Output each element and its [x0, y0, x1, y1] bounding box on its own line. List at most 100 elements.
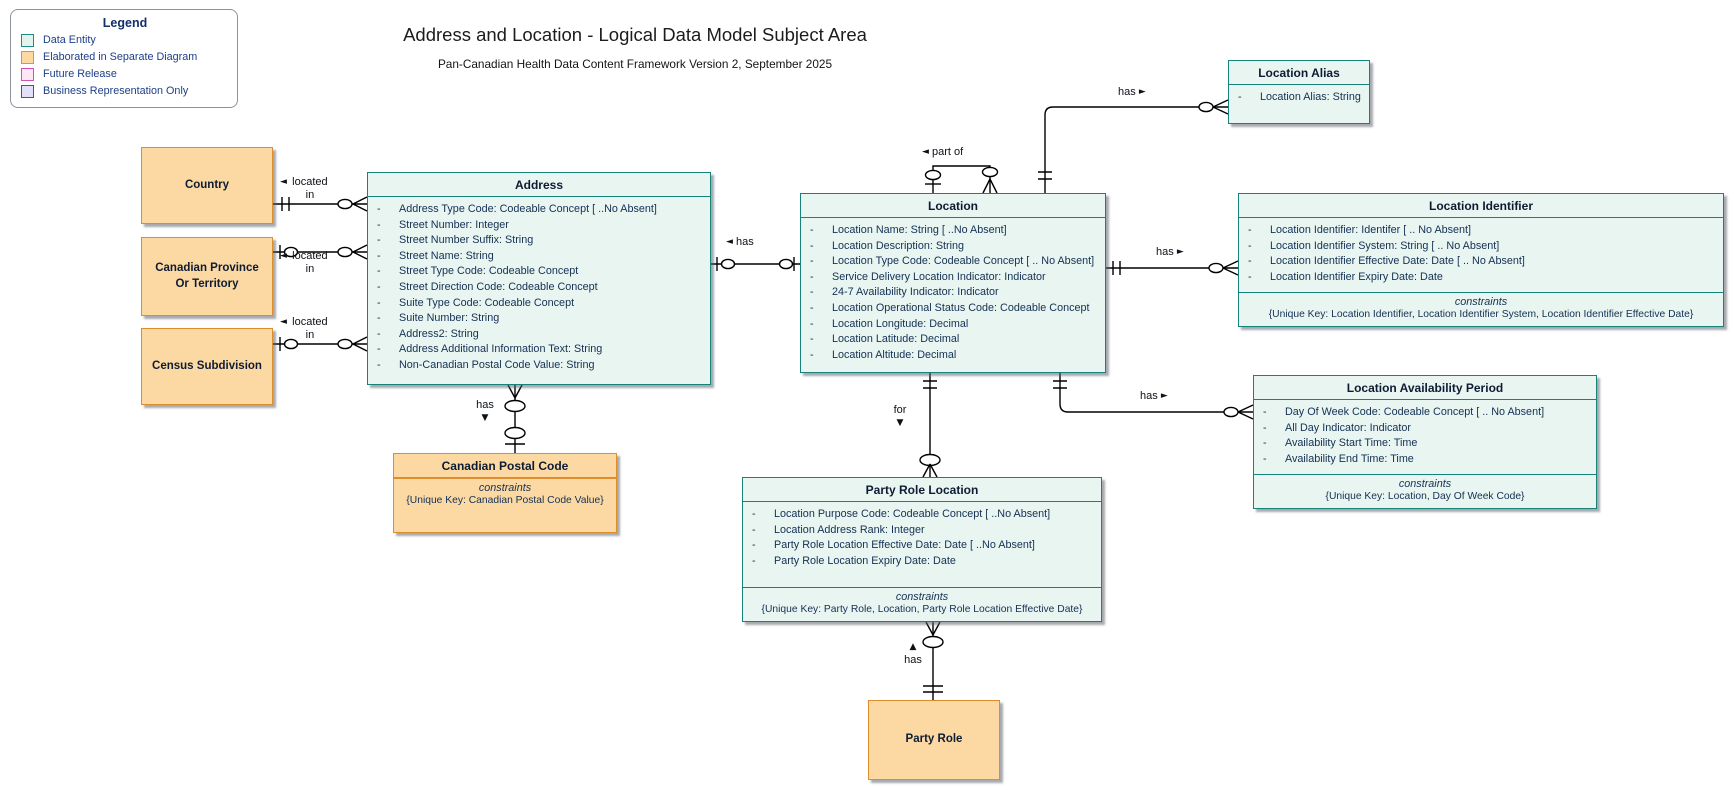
rel-label-has-location-alias: has ►	[1118, 86, 1146, 98]
rel-label-for: for ▼	[893, 404, 907, 428]
unique-key: {Unique Key: Canadian Postal Code Value}	[406, 495, 604, 506]
attribute-row: -Street Direction Code: Codeable Concept	[377, 280, 598, 293]
attribute-row: -Location Name: String [ ..No Absent]	[810, 224, 1007, 236]
constraints-section: constraints {Unique Key: Location, Day O…	[1254, 474, 1596, 508]
rel-address-postal-code	[504, 384, 526, 453]
rel-label-has-availability-period: has ►	[1140, 390, 1168, 402]
attribute-list: -Location Name: String [ ..No Absent] -Lo…	[801, 218, 1105, 372]
entity-location: Location -Location Name: String [ ..No A…	[800, 193, 1106, 373]
entity-canadian-province-or-territory: Canadian Province Or Territory	[141, 237, 273, 316]
attribute-row: -Location Description: String	[810, 239, 965, 252]
entity-address: Address -Address Type Code: Codeable Con…	[367, 172, 711, 385]
attribute-row: -Location Operational Status Code: Codea…	[810, 301, 1090, 314]
attribute-row: -Street Number Suffix: String	[377, 234, 534, 247]
rel-label-located-in-province: ◄ located in	[280, 250, 328, 275]
attribute-row: -Location Identifier Expiry Date: Date	[1248, 270, 1443, 283]
unique-key: {Unique Key: Party Role, Location, Party…	[761, 604, 1083, 615]
entity-title: Canadian Province Or Territory	[155, 261, 259, 290]
rel-label-located-in-country: ◄ located in	[280, 176, 328, 201]
attribute-row: -Suite Type Code: Codeable Concept	[377, 296, 575, 309]
legend: Legend Data Entity Elaborated in Separat…	[10, 9, 238, 108]
attribute-row: -Location Type Code: Codeable Concept [ …	[810, 255, 1095, 268]
page-title: Address and Location - Logical Data Mode…	[403, 24, 867, 45]
attribute-row: -Location Identifier System: String [ ..…	[1248, 239, 1500, 252]
down-arrow-icon: ▼	[896, 418, 904, 428]
attribute-row: -Location Alias: String	[1238, 91, 1361, 103]
right-arrow-icon: ►	[1160, 391, 1168, 401]
attribute-row: -Party Role Location Effective Date: Dat…	[752, 539, 1035, 552]
entity-country: Country	[141, 147, 273, 224]
entity-party-role: Party Role	[868, 700, 1000, 780]
legend-item-elaborated: Elaborated in Separate Diagram	[21, 51, 229, 64]
rel-label-part-of: ◄ part of	[922, 146, 964, 158]
page-subtitle: Pan-Canadian Health Data Content Framewo…	[437, 57, 833, 71]
attribute-row: -All Day Indicator: Indicator	[1263, 421, 1412, 434]
entity-party-role-location: Party Role Location -Location Purpose Co…	[742, 477, 1102, 622]
attribute-row: -Availability End Time: Time	[1263, 452, 1414, 465]
left-arrow-icon: ◄	[280, 317, 287, 327]
entity-location-availability-period: Location Availability Period -Day Of Wee…	[1253, 375, 1597, 509]
attribute-row: -Street Number: Integer	[377, 218, 509, 231]
attribute-row: -Availability Start Time: Time	[1263, 437, 1418, 450]
entity-title: Location	[801, 194, 1105, 218]
right-arrow-icon: ►	[1176, 247, 1184, 257]
attribute-row: -Location Identifier Effective Date: Dat…	[1248, 255, 1525, 268]
rel-location-location-alias	[1038, 99, 1229, 193]
constraints-section: constraints {Unique Key: Canadian Postal…	[394, 478, 616, 512]
attribute-row: -Suite Number: String	[377, 312, 500, 325]
attribute-row: -Location Identifier: Identifer [ .. No …	[1248, 224, 1472, 236]
left-arrow-icon: ◄	[922, 147, 929, 157]
entity-title: Location Availability Period	[1254, 376, 1596, 400]
attribute-row: -Location Altitude: Decimal	[810, 348, 957, 361]
attribute-row: -Party Role Location Expiry Date: Date	[752, 554, 956, 567]
left-arrow-icon: ◄	[280, 251, 287, 261]
attribute-row: -Day Of Week Code: Codeable Concept [ ..…	[1263, 406, 1545, 418]
attribute-row: -Street Name: String	[377, 249, 494, 262]
left-arrow-icon: ◄	[280, 177, 287, 187]
rel-label-has-address-location: ◄ has	[726, 236, 754, 248]
entity-census-subdivision: Census Subdivision	[141, 328, 273, 405]
attribute-list: -Location Alias: String	[1229, 85, 1369, 123]
attribute-row: -Service Delivery Location Indicator: In…	[810, 270, 1046, 283]
entity-title: Census Subdivision	[152, 359, 262, 372]
entity-title: Party Role Location	[743, 478, 1101, 502]
entity-canadian-postal-code: Canadian Postal Code constraints {Unique…	[393, 453, 617, 533]
legend-item-data-entity: Data Entity	[21, 34, 229, 47]
elaborated-swatch-icon	[21, 51, 34, 64]
unique-key: {Unique Key: Location Identifier, Locati…	[1268, 309, 1694, 320]
rel-address-location	[711, 257, 800, 271]
attribute-row: -Address2: String	[377, 327, 479, 340]
business-representation-swatch-icon	[21, 85, 34, 98]
rel-label-located-in-census: ◄ located in	[280, 316, 328, 341]
constraints-section: constraints {Unique Key: Location Identi…	[1239, 292, 1723, 326]
attribute-row: -Non-Canadian Postal Code Value: String	[377, 358, 595, 371]
entity-title: Location Identifier	[1239, 194, 1723, 218]
entity-title: Party Role	[905, 733, 963, 746]
rel-label-has-party-role: ▲ has	[904, 642, 922, 666]
rel-location-party-role-location	[919, 373, 941, 478]
attribute-row: -Location Latitude: Decimal	[810, 333, 960, 346]
constraints-section: constraints {Unique Key: Party Role, Loc…	[743, 587, 1101, 621]
attribute-row: -24-7 Availability Indicator: Indicator	[810, 286, 999, 299]
entity-title: Country	[184, 178, 230, 191]
entity-title: Location Alias	[1229, 61, 1369, 85]
down-arrow-icon: ▼	[481, 413, 489, 423]
left-arrow-icon: ◄	[726, 237, 733, 247]
attribute-list: -Location Purpose Code: Codeable Concept…	[743, 502, 1101, 587]
entity-location-identifier: Location Identifier -Location Identifier…	[1238, 193, 1724, 327]
attribute-row: -Street Type Code: Codeable Concept	[377, 265, 579, 278]
data-entity-swatch-icon	[21, 34, 34, 47]
attribute-list: -Location Identifier: Identifer [ .. No …	[1239, 218, 1723, 292]
attribute-row: -Location Purpose Code: Codeable Concept…	[752, 508, 1051, 520]
rel-label-has-location-identifier: has ►	[1156, 246, 1184, 258]
legend-item-future-release: Future Release	[21, 68, 229, 81]
unique-key: {Unique Key: Location, Day Of Week Code}	[1325, 491, 1525, 502]
entity-title: Canadian Postal Code	[394, 454, 616, 478]
rel-location-location-identifier	[1106, 260, 1239, 276]
entity-title: Address	[368, 173, 710, 197]
attribute-list: -Address Type Code: Codeable Concept [ .…	[368, 197, 710, 384]
attribute-row: -Address Additional Information Text: St…	[377, 343, 603, 356]
up-arrow-icon: ▲	[909, 642, 917, 652]
attribute-list: -Day Of Week Code: Codeable Concept [ ..…	[1254, 400, 1596, 474]
